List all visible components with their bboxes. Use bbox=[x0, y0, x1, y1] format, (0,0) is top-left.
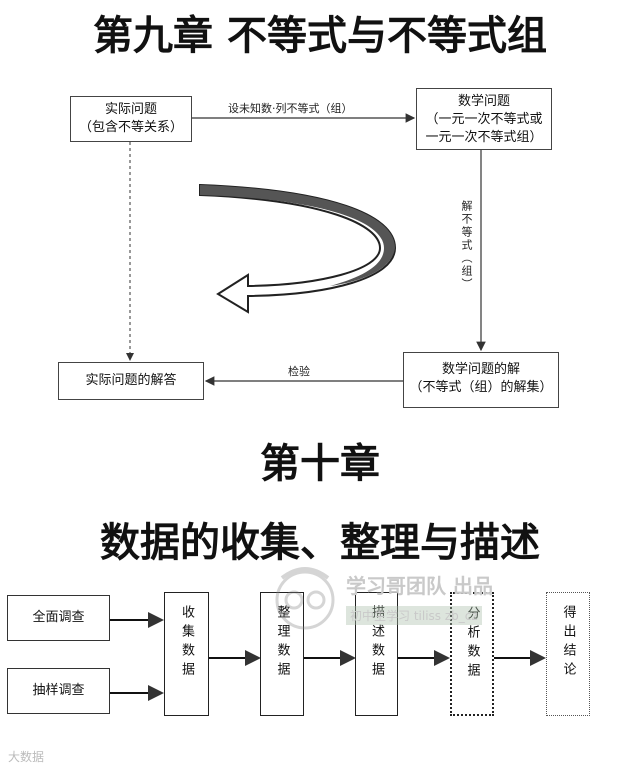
real-answer-label: 实际问题的解答 bbox=[85, 373, 177, 388]
step-describe-node: 描述数据 bbox=[355, 592, 398, 716]
real-problem-node: 实际问题 （包含不等关系） bbox=[70, 96, 192, 142]
chapter9-title: 第九章 不等式与不等式组 bbox=[93, 13, 547, 59]
step-conclude-label: 得出结论 bbox=[560, 605, 576, 681]
math-solution-sublabel: （不等式（组）的解集） bbox=[409, 380, 553, 395]
math-problem-node: 数学问题 （一元一次不等式或 一元一次不等式组） bbox=[416, 88, 552, 150]
math-problem-sublabel-2: 一元一次不等式组） bbox=[425, 130, 543, 145]
step-analyze-label: 分析数据 bbox=[464, 606, 480, 682]
edge-verify-label: 检验 bbox=[288, 365, 310, 378]
step-conclude-node: 得出结论 bbox=[546, 592, 590, 716]
step-organize-node: 整理数据 bbox=[260, 592, 304, 716]
chapter10-subtitle: 数据的收集、整理与描述 bbox=[100, 520, 540, 566]
step-describe-label: 描述数据 bbox=[369, 605, 384, 681]
real-problem-label: 实际问题 bbox=[104, 102, 157, 117]
watermark-corner: 大数据 bbox=[8, 750, 45, 764]
step-analyze-node: 分析数据 bbox=[450, 592, 494, 716]
math-solution-label: 数学问题的解 bbox=[441, 362, 520, 377]
edge-set-unknown-label: 设未知数·列不等式（组） bbox=[228, 102, 353, 115]
math-solution-node: 数学问题的解 （不等式（组）的解集） bbox=[403, 352, 559, 408]
chapter10-title: 第十章 bbox=[260, 441, 380, 487]
math-problem-sublabel-1: （一元一次不等式或 bbox=[425, 112, 543, 127]
math-problem-label: 数学问题 bbox=[457, 94, 510, 109]
real-answer-node: 实际问题的解答 bbox=[58, 362, 204, 400]
real-problem-sublabel: （包含不等关系） bbox=[78, 120, 183, 135]
step-collect-label: 收集数据 bbox=[179, 605, 194, 681]
watermark-account: 初中生学习 tiliss zb_cz bbox=[346, 606, 482, 625]
watermark-team: 学习哥团队 出品 bbox=[346, 574, 493, 598]
survey-sample-node: 抽样调查 bbox=[7, 668, 110, 714]
edge-solve-label: 解不等式（组） bbox=[460, 200, 473, 291]
step-collect-node: 收集数据 bbox=[164, 592, 209, 716]
survey-full-label: 全面调查 bbox=[32, 610, 85, 625]
survey-full-node: 全面调查 bbox=[7, 595, 110, 641]
survey-sample-label: 抽样调查 bbox=[32, 683, 85, 698]
step-organize-label: 整理数据 bbox=[274, 605, 290, 681]
